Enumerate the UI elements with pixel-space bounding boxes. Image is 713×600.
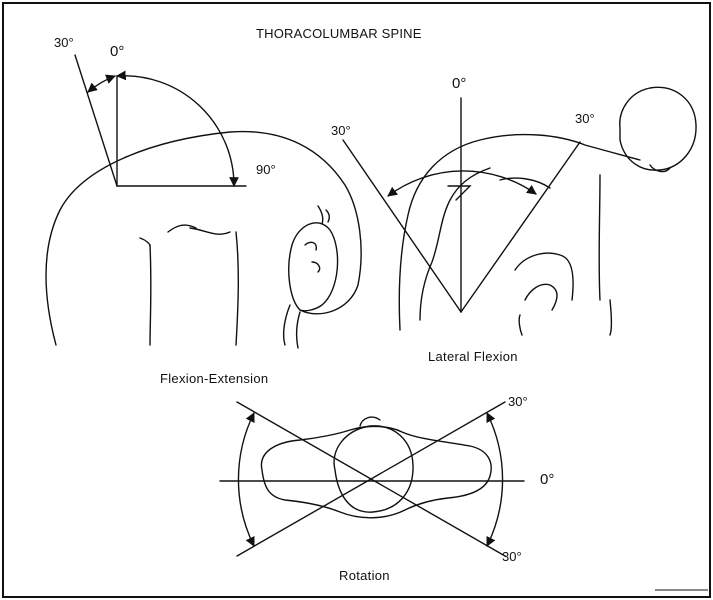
flexion-legs — [150, 225, 238, 345]
figure-title: THORACOLUMBAR SPINE — [256, 27, 422, 40]
flexion-body-outline — [46, 132, 361, 345]
flexion-head — [289, 223, 338, 311]
lateral-body-outline — [399, 135, 640, 330]
rotation-figure — [220, 402, 524, 556]
lateral-left-30-line — [343, 140, 461, 312]
flexion-extension-figure — [46, 55, 361, 348]
flexion-arc — [117, 76, 234, 186]
lateral-flexion-caption: Lateral Flexion — [428, 350, 518, 363]
rotation-shoulders-outline — [261, 426, 491, 517]
lateral-right-30-line — [461, 142, 580, 312]
lateral-flexion-figure — [343, 87, 696, 335]
flexion-extension-label-30: 30° — [54, 36, 74, 49]
flexion-extension-label-0: 0° — [110, 44, 124, 59]
rotation-label-lower-30: 30° — [502, 550, 522, 563]
extension-arc — [88, 76, 115, 92]
lateral-flexion-label-left-30: 30° — [331, 124, 351, 137]
rotation-head — [334, 426, 413, 512]
rotation-label-0: 0° — [540, 472, 554, 487]
flexion-extension-caption: Flexion-Extension — [160, 372, 268, 385]
lateral-arm — [515, 253, 573, 335]
flexion-arm — [284, 305, 300, 348]
rotation-caption: Rotation — [339, 569, 390, 582]
extension-30-line — [75, 55, 117, 186]
rotation-label-upper-30: 30° — [508, 395, 528, 408]
lateral-flexion-label-right-30: 30° — [575, 112, 595, 125]
figure-border — [3, 3, 710, 597]
rotation-left-arc — [238, 413, 254, 546]
lateral-flexion-label-0: 0° — [452, 76, 466, 91]
flexion-extension-label-90: 90° — [256, 163, 276, 176]
